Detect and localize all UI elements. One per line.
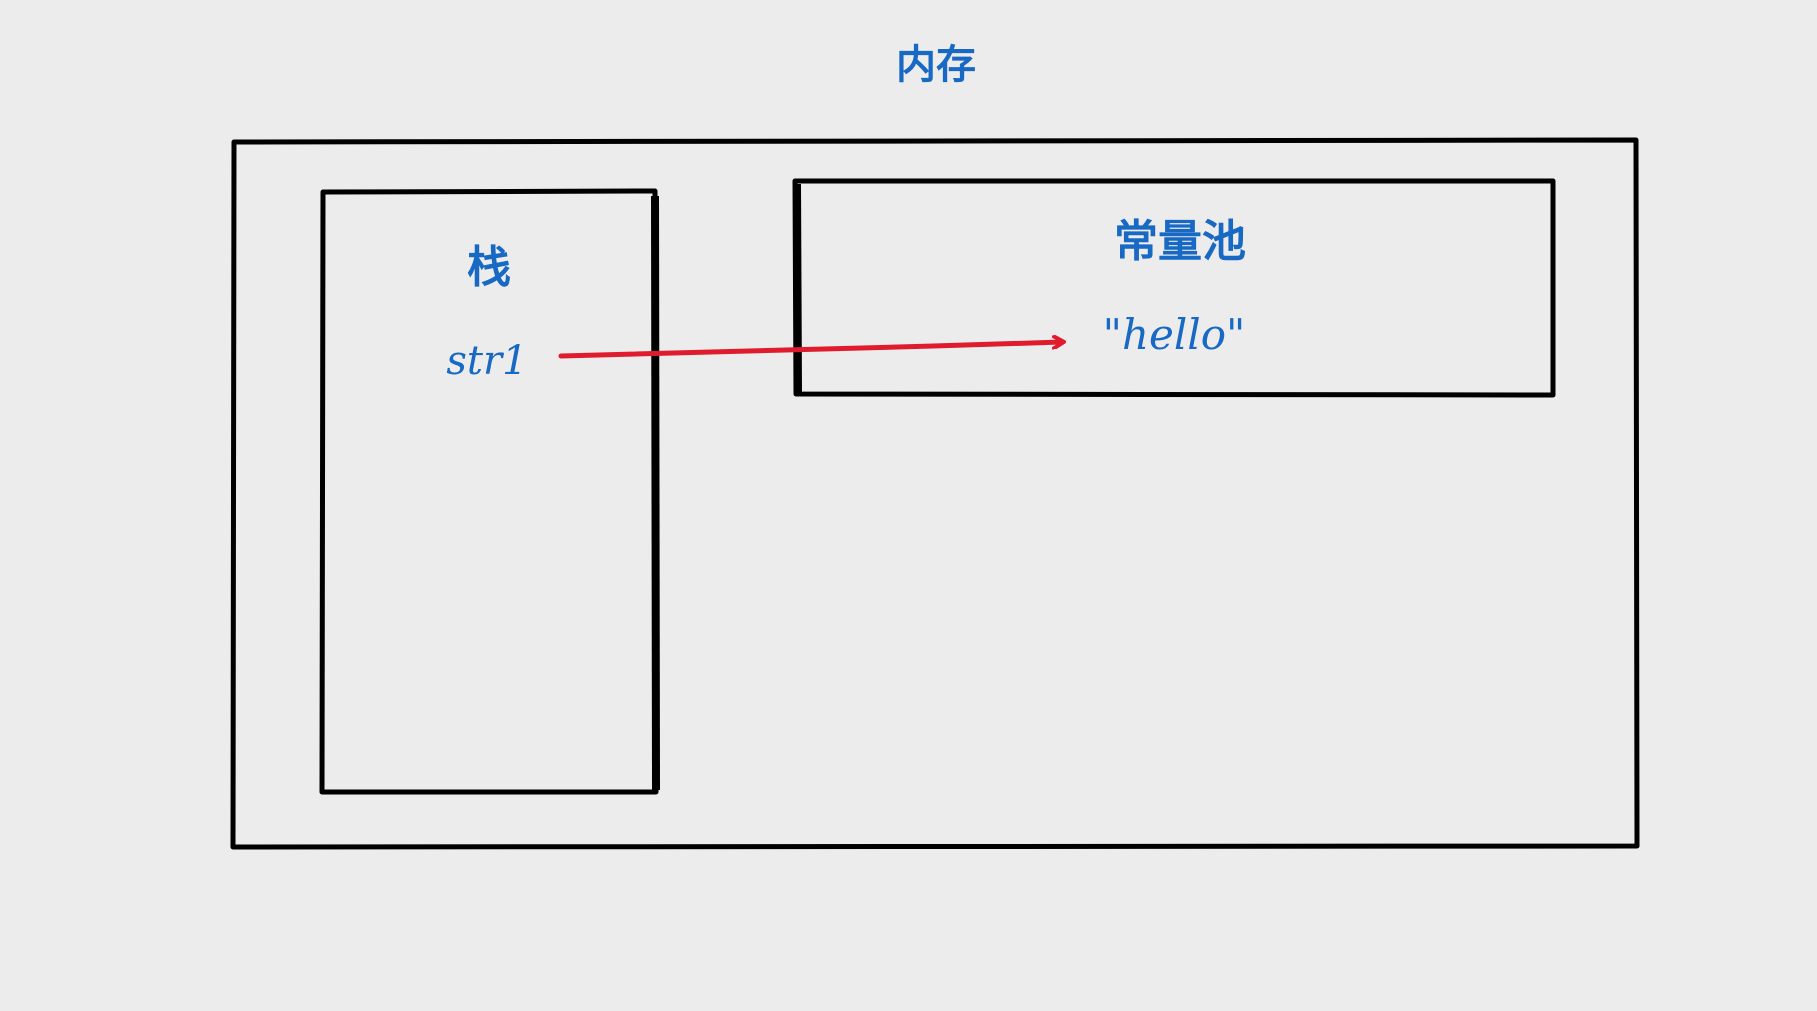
reference-arrow — [558, 342, 1062, 359]
constant-pool-box-edge — [793, 183, 802, 393]
memory-box — [230, 137, 1640, 850]
memory-title: 内存 — [896, 42, 976, 88]
stack-box — [319, 188, 659, 795]
constant-pool-value-hello: "hello" — [1103, 310, 1246, 359]
stack-variable-str1: str1 — [446, 338, 527, 384]
constant-pool-label: 常量池 — [1114, 216, 1246, 267]
constant-pool-box — [792, 178, 1556, 398]
stack-label: 栈 — [467, 242, 511, 293]
stack-box-edge — [651, 195, 660, 791]
